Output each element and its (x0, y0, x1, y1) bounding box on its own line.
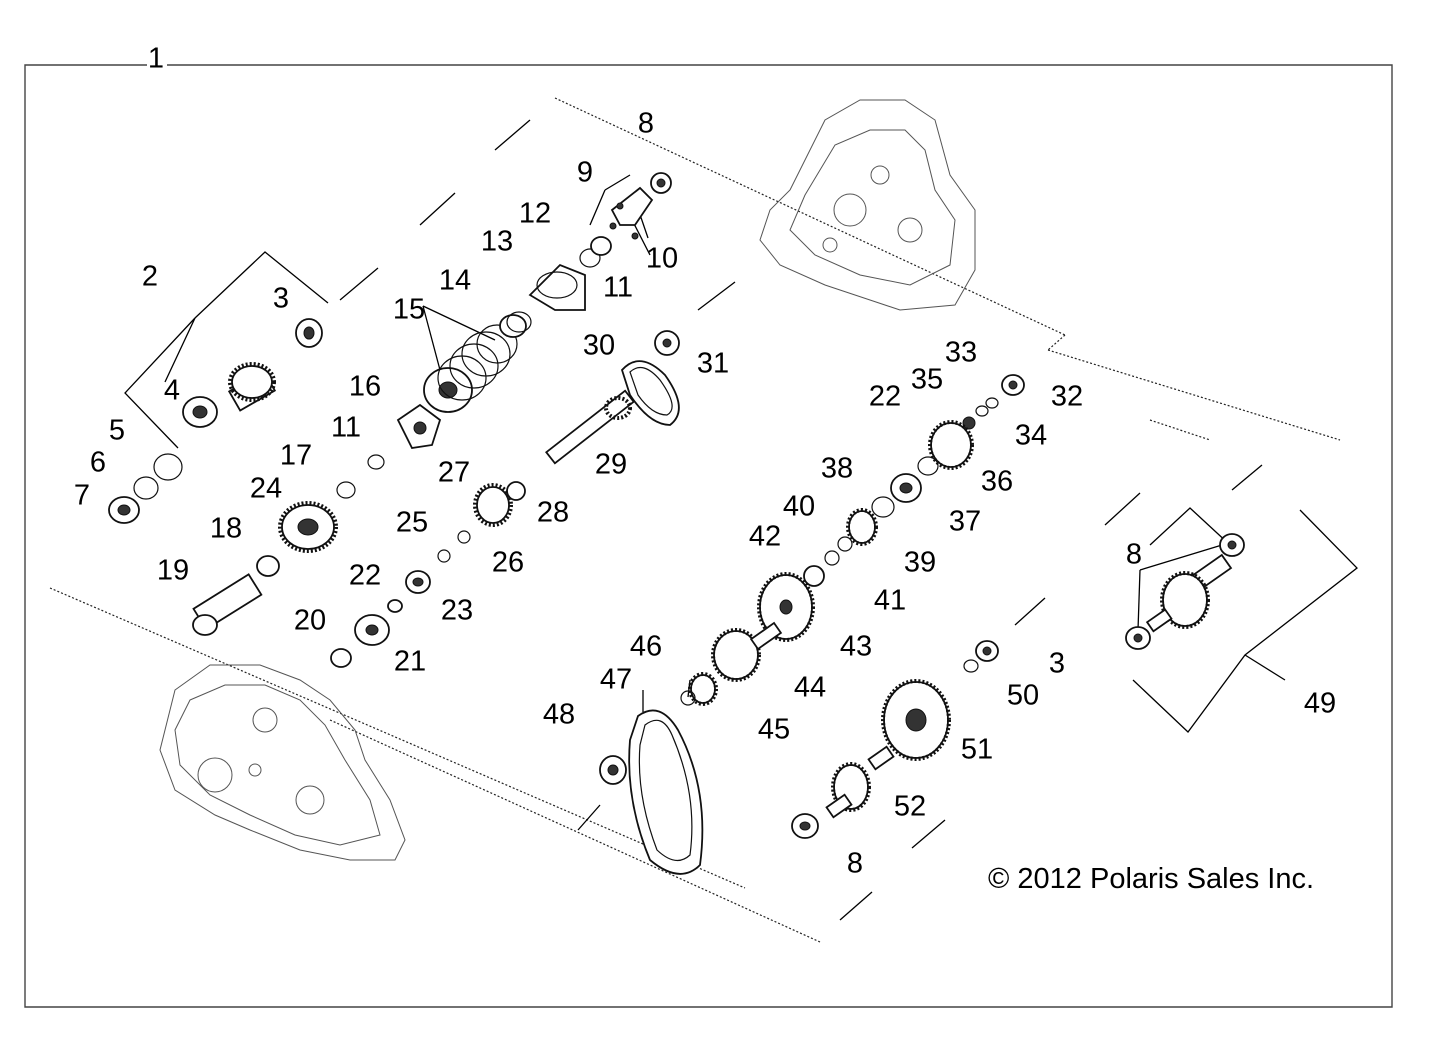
callout-33: 33 (945, 337, 977, 369)
callout-48: 48 (543, 699, 575, 731)
callout-16: 16 (349, 371, 381, 403)
callout-9: 9 (577, 157, 593, 189)
callout-31: 31 (697, 348, 729, 380)
callout-13: 13 (481, 226, 513, 258)
callout-41: 41 (874, 585, 906, 617)
callout-37: 37 (949, 506, 981, 538)
callout-11: 11 (603, 272, 633, 304)
callout-51: 51 (961, 734, 993, 766)
callout-26: 26 (492, 547, 524, 579)
callout-12: 12 (519, 198, 551, 230)
callout-45: 45 (758, 714, 790, 746)
callout-1: 1 (148, 43, 164, 75)
callout-47: 47 (600, 664, 632, 696)
callout-2: 2 (142, 261, 158, 293)
callout-23: 23 (441, 595, 473, 627)
callout-8: 8 (638, 108, 654, 140)
callout-3b: 3 (1049, 648, 1065, 680)
callout-labels: 1 2 3 4 5 6 7 8 9 10 11 12 13 14 15 16 1… (74, 43, 1336, 880)
callout-46: 46 (630, 631, 662, 663)
callout-50: 50 (1007, 680, 1039, 712)
callout-8c: 8 (847, 848, 863, 880)
callout-18: 18 (210, 513, 242, 545)
callout-4: 4 (164, 375, 180, 407)
callout-42: 42 (749, 521, 781, 553)
callout-20: 20 (294, 605, 326, 637)
callout-3: 3 (273, 283, 289, 315)
callout-22b: 22 (869, 381, 901, 413)
callout-32: 32 (1051, 381, 1083, 413)
callout-38: 38 (821, 453, 853, 485)
callout-5: 5 (109, 415, 125, 447)
callout-39: 39 (904, 547, 936, 579)
callout-15: 15 (393, 294, 425, 326)
callout-10: 10 (646, 243, 678, 275)
callout-7: 7 (74, 480, 90, 512)
copyright-text: © 2012 Polaris Sales Inc. (988, 863, 1314, 895)
callout-36: 36 (981, 466, 1013, 498)
parts (108, 172, 1245, 875)
callout-34: 34 (1015, 420, 1047, 452)
callout-17: 17 (280, 440, 312, 472)
diagram-frame (24, 64, 1393, 1008)
callout-22: 22 (349, 560, 381, 592)
callout-14: 14 (439, 265, 471, 297)
callout-21: 21 (394, 646, 426, 678)
callout-40: 40 (783, 491, 815, 523)
callout-35: 35 (911, 364, 943, 396)
callout-8b: 8 (1126, 539, 1142, 571)
callout-11b: 11 (331, 412, 361, 444)
callout-19: 19 (157, 555, 189, 587)
callout-52: 52 (894, 791, 926, 823)
callout-24: 24 (250, 473, 282, 505)
callout-29: 29 (595, 449, 627, 481)
housing-left-illustration (159, 664, 406, 861)
callout-25: 25 (396, 507, 428, 539)
callout-27: 27 (438, 457, 470, 489)
callout-6: 6 (90, 447, 106, 479)
housing-right-illustration (759, 99, 976, 311)
alignment-lines (49, 97, 1341, 943)
callout-30: 30 (583, 330, 615, 362)
callout-49: 49 (1304, 688, 1336, 720)
callout-28: 28 (537, 497, 569, 529)
callout-44: 44 (794, 672, 826, 704)
callout-43: 43 (840, 631, 872, 663)
